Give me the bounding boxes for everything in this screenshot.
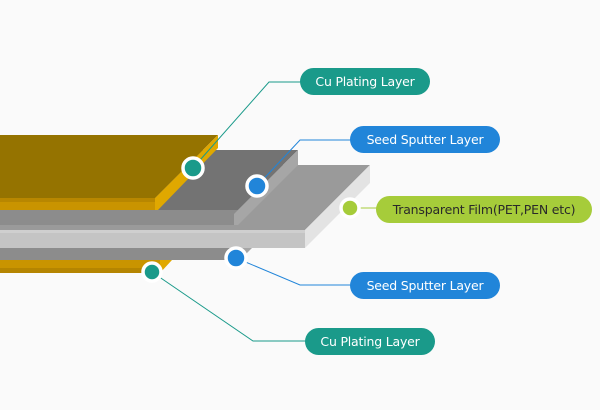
connector-cu-top [192, 81, 305, 169]
label-seed-sputter-top: Seed Sputter Layer [350, 126, 500, 153]
film-front [0, 230, 305, 248]
markers [141, 156, 361, 283]
connector-cu-bottom [151, 271, 310, 342]
connector-seed-top [256, 139, 355, 187]
seed-top-front [0, 210, 238, 225]
seed-bottom-layer [0, 248, 252, 260]
marker-seed-bottom[interactable] [224, 246, 248, 270]
cu-top-front-shade [0, 198, 155, 202]
marker-cu-bottom[interactable] [141, 261, 163, 283]
cu-top-face [0, 135, 218, 198]
label-cu-plating-bottom: Cu Plating Layer [305, 328, 435, 355]
label-transparent-film: Transparent Film(PET,PEN etc) [376, 196, 592, 223]
marker-seed-top[interactable] [245, 174, 269, 198]
label-seed-sputter-bottom: Seed Sputter Layer [350, 272, 500, 299]
label-cu-plating-top: Cu Plating Layer [300, 68, 430, 95]
cu-bottom-front-shade [0, 268, 160, 273]
cu-bottom-side [160, 260, 172, 273]
cu-bottom-layer [0, 260, 172, 273]
cu-top-layer [0, 135, 218, 210]
film-side [305, 165, 370, 248]
connector-seed-bottom [235, 257, 355, 286]
film-front-highlight [0, 230, 305, 233]
seed-bottom-front [0, 248, 240, 260]
marker-film[interactable] [339, 197, 361, 219]
marker-cu-top[interactable] [181, 156, 205, 180]
connectors [151, 81, 380, 342]
